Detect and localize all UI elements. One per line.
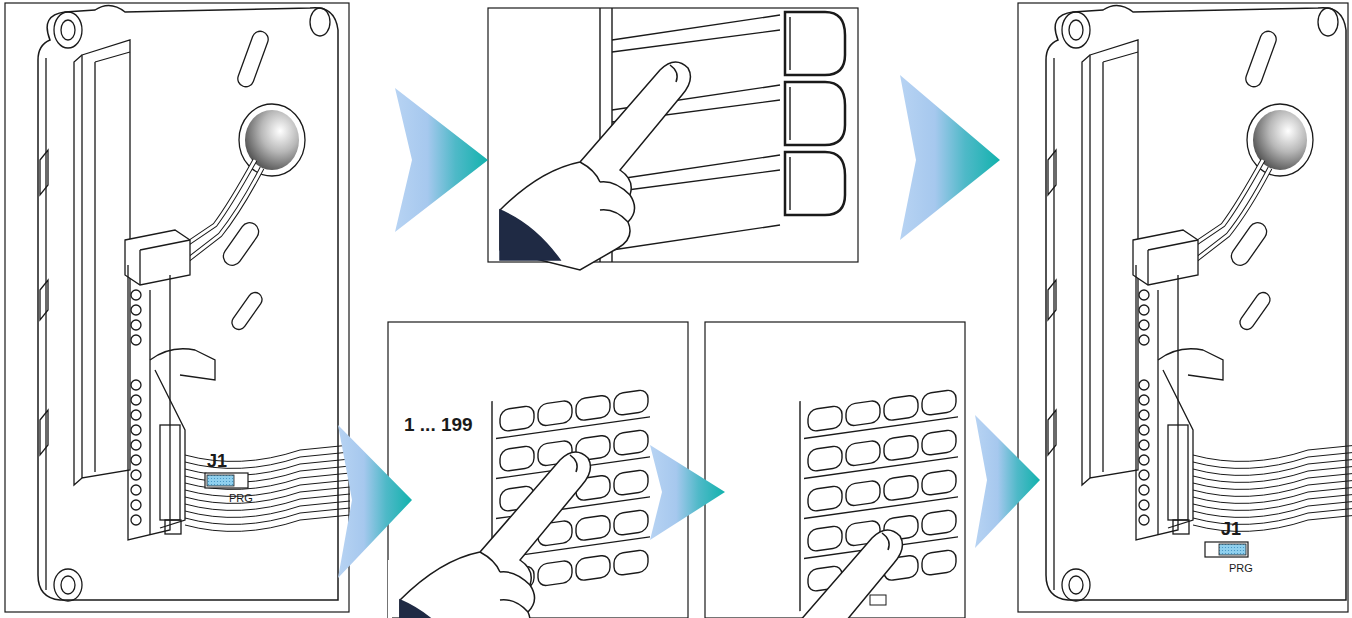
- jumper-label: J1: [207, 452, 227, 470]
- jumper-switch: [1205, 542, 1248, 557]
- jumper-label: J1: [1221, 520, 1241, 538]
- panel-frame: [1018, 3, 1348, 612]
- code-range-label: 1 ... 199: [404, 415, 473, 434]
- panel-frame: [705, 322, 965, 618]
- step-arrow: [338, 75, 1040, 578]
- jumper-position-label: PRG: [229, 493, 253, 504]
- jumper-switch: [205, 473, 248, 488]
- panel-frame: [5, 3, 349, 612]
- jumper-position-label: PRG: [1229, 563, 1253, 574]
